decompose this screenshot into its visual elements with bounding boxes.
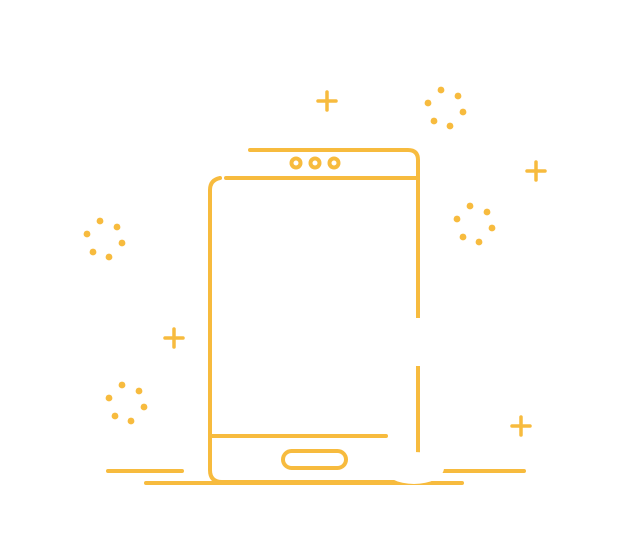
phone-outline: [208, 148, 420, 484]
outline-gaps: [200, 140, 444, 484]
phone-icon: [208, 148, 420, 484]
plus-icon: [163, 327, 185, 349]
plus-icon: [525, 160, 547, 182]
dot-cluster-icon: [105, 381, 148, 425]
plus-icon: [510, 415, 532, 437]
camera-dot: [289, 156, 303, 170]
sparkles: [163, 90, 547, 437]
dot-cluster-icon: [424, 86, 467, 130]
dot-clusters: [83, 86, 496, 425]
dot-cluster-icon: [453, 202, 496, 246]
plus-icon: [316, 90, 338, 112]
gap-top-left: [200, 140, 246, 176]
gap-right: [408, 318, 430, 366]
dot-cluster-icon: [83, 217, 126, 261]
home-button-icon: [281, 449, 348, 470]
gap-bottom-right: [384, 452, 444, 484]
speaker-dot: [308, 156, 322, 170]
sensor-dot: [327, 156, 341, 170]
